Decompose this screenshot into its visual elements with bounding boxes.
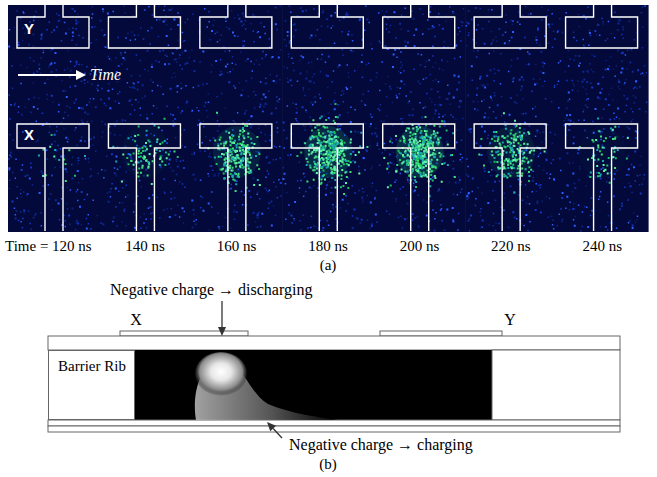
noise-dots	[283, 8, 374, 231]
panel-label: (a)	[320, 257, 337, 274]
glow-haze	[579, 126, 627, 178]
noise-dots	[374, 8, 463, 231]
leader-arrow	[221, 301, 222, 327]
x-electrode	[120, 331, 248, 336]
noise-dots	[191, 11, 281, 230]
noise-dots	[466, 7, 557, 228]
frame-background	[465, 5, 557, 232]
discharge-light	[112, 124, 167, 166]
discharge-light	[491, 112, 545, 177]
x-electrode-outline	[474, 124, 546, 231]
axis-label: Time	[90, 66, 121, 84]
time-stamp: Time = 120 ns	[5, 238, 92, 255]
time-stamp: 180 ns	[308, 238, 348, 255]
cell-cross-section	[48, 331, 620, 432]
time-stamp: 240 ns	[582, 238, 622, 255]
x-electrode-outline	[108, 124, 180, 231]
discharge-light	[217, 130, 260, 186]
noise-dots	[191, 8, 280, 228]
noise-dots	[557, 5, 646, 229]
glow-haze	[121, 126, 169, 178]
noise-dots	[192, 6, 278, 228]
x-electrode-outline	[383, 124, 455, 231]
discharge-light	[488, 124, 541, 193]
y-electrode-outline	[566, 5, 638, 48]
node-label: X	[24, 126, 86, 143]
time-stamp: 200 ns	[400, 238, 440, 255]
electrode-label: X	[130, 311, 142, 329]
outline-path	[17, 5, 89, 48]
noise-dots	[561, 14, 644, 232]
noise-dots	[283, 5, 373, 229]
arrow-head	[76, 70, 86, 80]
discharge-light	[216, 123, 261, 182]
frame-background	[282, 5, 374, 232]
noise-dots	[100, 5, 189, 229]
y-electrode-outline	[474, 5, 546, 48]
time-stamp: 140 ns	[125, 238, 165, 255]
noise-dots	[557, 6, 647, 230]
barrier-rib	[492, 350, 620, 420]
x-electrode-outline	[200, 124, 272, 231]
y-electrode-outline	[383, 5, 455, 48]
frame-background	[374, 5, 466, 232]
electrode-y: Y	[16, 5, 90, 49]
panel-label: (b)	[319, 456, 337, 473]
noise-dots	[466, 6, 556, 231]
noise-dots	[282, 5, 373, 228]
rear-dielectric	[48, 420, 620, 426]
electrode-label: Y	[504, 311, 516, 329]
y-electrode	[380, 331, 502, 336]
discharge-light	[42, 149, 70, 183]
noise-dots	[375, 6, 463, 223]
noise-dots	[100, 5, 191, 223]
discharge-light	[121, 127, 168, 185]
time-arrow	[18, 74, 78, 76]
noise-dots	[374, 6, 464, 232]
x-electrode-outline	[566, 124, 638, 231]
frame-background	[8, 5, 100, 232]
noise-dots	[9, 6, 100, 225]
leader-arrow	[273, 429, 282, 438]
discharge-light	[42, 146, 55, 177]
electrode-x: X	[16, 123, 90, 232]
noise-dots	[8, 10, 97, 228]
noise-dots	[284, 7, 373, 231]
annotation: Negative charge → discharging	[110, 281, 312, 299]
discharge-frames	[8, 5, 649, 232]
frame-background	[557, 5, 649, 232]
front-plate	[48, 336, 620, 350]
discharge-cell	[135, 350, 492, 420]
glow-haze	[30, 126, 78, 178]
annotation: Negative charge → charging	[289, 436, 473, 454]
noise-dots	[100, 9, 188, 228]
x-electrode-outline	[291, 124, 363, 231]
outline-path	[17, 124, 89, 231]
noise-dots	[375, 8, 464, 231]
discharge-light	[306, 129, 361, 189]
y-electrode-outline	[291, 5, 363, 48]
arrow-head	[218, 327, 226, 336]
node-label: Y	[24, 20, 86, 37]
time-stamp: 220 ns	[491, 238, 531, 255]
noise-dots	[101, 6, 187, 229]
noise-dots	[466, 9, 556, 229]
frame-background	[191, 5, 283, 232]
time-stamp: 160 ns	[217, 238, 257, 255]
noise-dots	[191, 5, 282, 231]
discharge-glow	[195, 352, 247, 396]
rear-plate	[48, 426, 620, 432]
frame-background	[99, 5, 191, 232]
y-electrode-outline	[108, 5, 180, 48]
discharge-light	[304, 116, 368, 195]
node-label: Barrier Rib	[58, 358, 132, 375]
y-electrode-outline	[200, 5, 272, 48]
discharge-light	[214, 127, 259, 189]
discharge-light	[383, 124, 449, 188]
noise-dots	[9, 8, 98, 230]
noise-dots	[557, 6, 648, 226]
barrier-rib: Barrier Rib	[48, 350, 135, 420]
arrow-head	[267, 422, 276, 431]
